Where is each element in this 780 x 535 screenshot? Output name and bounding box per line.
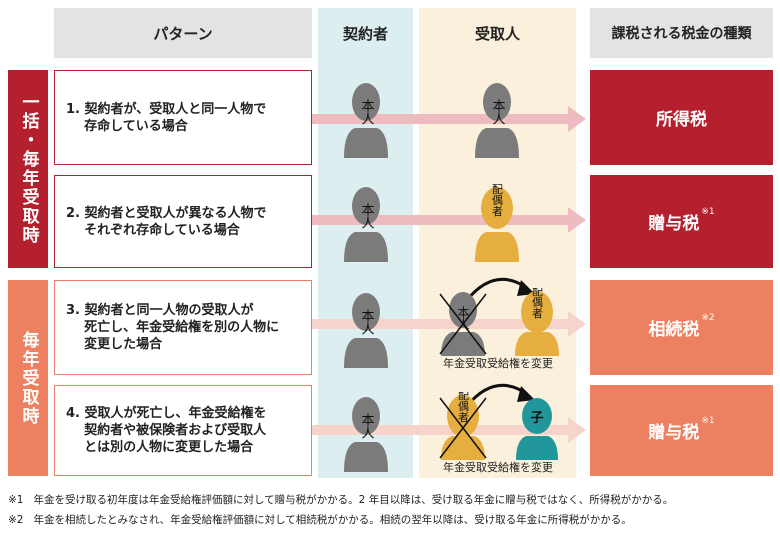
arrow-row-3 (312, 311, 586, 337)
row-2-tax-label: 贈与税 (648, 214, 700, 234)
row-4-tax-box: 贈与税※1 (590, 385, 773, 476)
row-3-contractor-person-icon: 本人 (344, 293, 388, 368)
row-3-tax-label: 相続税 (648, 320, 700, 340)
row-3-change-arrow (465, 278, 535, 301)
row-4-contractor-person-icon: 本人 (344, 397, 388, 472)
side-label-annual: 毎年受取時 (8, 280, 48, 476)
svg-text:配偶者: 配偶者 (531, 288, 544, 319)
footnote-2-text: 年金を相続したとみなされ、年金受給権評価額に対して相続税がかかる。相続の翌年以降… (33, 514, 632, 526)
row-1-description: 1. 契約者が、受取人と同一人物で 存命している場合 (54, 70, 312, 165)
arrow-row-1 (312, 106, 586, 132)
arrow-row-4 (312, 417, 586, 443)
row-1-contractor-person-icon: 本人 (344, 83, 388, 158)
row-4-change-label: 年金受取受給権を変更 (443, 461, 553, 474)
row-4-tax-label: 贈与税 (648, 423, 700, 443)
row-2-tax-box: 贈与税※1 (590, 175, 773, 268)
svg-text:本人: 本人 (359, 203, 375, 229)
footnote-1-text: 年金を受け取る初年度は年金受給権評価額に対して贈与税がかかる。2 年目以降は、受… (33, 494, 674, 506)
row-4-tax-note: ※1 (701, 415, 715, 426)
svg-text:本人: 本人 (359, 413, 375, 439)
row-3-tax-box: 相続税※2 (590, 280, 773, 375)
header-contractor: 契約者 (342, 24, 388, 43)
svg-text:子: 子 (530, 411, 543, 426)
footnote-1-mark: ※1 (8, 494, 24, 506)
row-2-description: 2. 契約者と受取人が異なる人物で それぞれ存命している場合 (54, 175, 312, 268)
svg-text:本人: 本人 (359, 99, 375, 125)
side-label-lump-annual: 一括・毎年受取時 (8, 70, 48, 268)
header-pattern: パターン (54, 8, 312, 58)
footnote-2-mark: ※2 (8, 514, 24, 526)
row-4-old-recipient-spouse-crossed-icon: 配偶者 (439, 392, 487, 460)
row-3-new-recipient-spouse-icon: 配偶者 (515, 288, 559, 356)
footnote-1: ※1 年金を受け取る初年度は年金受給権評価額に対して贈与税がかかる。2 年目以降… (8, 492, 673, 507)
header-tax-type: 課税される税金の種類 (590, 8, 773, 58)
svg-text:本人: 本人 (359, 309, 375, 335)
header-recipient: 受取人 (474, 24, 520, 43)
arrow-row-2 (312, 207, 586, 233)
svg-text:本人: 本人 (456, 306, 470, 330)
footnote-2: ※2 年金を相続したとみなされ、年金受給権評価額に対して相続税がかかる。相続の翌… (8, 512, 632, 527)
row-2-tax-note: ※1 (701, 206, 715, 217)
row-3-old-recipient-crossed-icon: 本人 (439, 292, 487, 356)
row-4-description: 4. 受取人が死亡し、年金受給権を 契約者や被保険者および受取人 とは別の人物に… (54, 385, 312, 476)
row-1-tax-label: 所得税 (656, 110, 707, 130)
row-2-contractor-person-icon: 本人 (344, 187, 388, 262)
row-3-tax-note: ※2 (701, 312, 715, 323)
row-3-change-label: 年金受取受給権を変更 (443, 357, 553, 370)
row-1-recipient-person-icon: 本人 (475, 83, 519, 158)
row-2-recipient-spouse-icon: 配偶者 (475, 183, 519, 262)
row-1-tax-box: 所得税 (590, 70, 773, 165)
svg-text:配偶者: 配偶者 (491, 183, 504, 217)
row-3-description: 3. 契約者と同一人物の受取人が 死亡し、年金受給権を別の人物に 変更した場合 (54, 280, 312, 375)
svg-text:本人: 本人 (490, 99, 506, 125)
row-4-new-recipient-child-icon: 子 (516, 398, 558, 460)
svg-text:配偶者: 配偶者 (457, 392, 470, 423)
